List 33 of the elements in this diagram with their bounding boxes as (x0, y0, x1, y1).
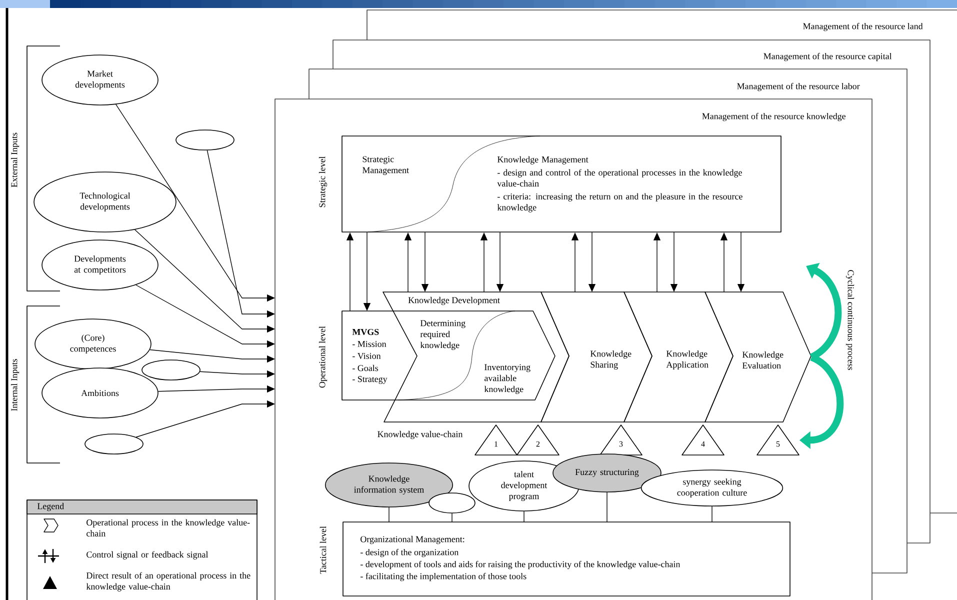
connector-line (606, 492, 608, 522)
frame-title: Management of the resource knowledge (702, 112, 846, 122)
legend-text: Operational process in the knowledge value-chain (86, 519, 250, 536)
strategic-box: Strategic Management Knowledge Management - design and control of the operational processes in the knowledge value-chain - criteria: increasing the return on and the pleasure in the resource knowledge (342, 136, 782, 232)
legend-text: Direct result of an operational process in the knowledge value-chain (86, 572, 250, 592)
legend-text: Control signal or feedback signal (86, 551, 208, 560)
level-label: Strategic level (318, 156, 328, 208)
empty-ellipse (428, 492, 476, 514)
empty-ellipse (84, 434, 144, 454)
mvgs-box: MVGS - Mission - Vision - Goals - Strategy Determining required knowledge Inventorying available knowledge (342, 310, 556, 400)
level-label: Operational level (318, 326, 328, 388)
frame-title: Management of the resource capital (764, 52, 892, 62)
legend-title: Legend (37, 502, 64, 512)
cycle-label: Cyclical continuous process (846, 270, 854, 370)
frame-title: Management of the resource land (803, 22, 923, 32)
empty-ellipse (176, 130, 234, 150)
ellipse-node: Fuzzy structuring (552, 454, 662, 492)
connector-line (388, 507, 390, 522)
chain-label: Knowledge value-chain (378, 430, 463, 440)
ellipse-node: Ambitions (42, 368, 158, 418)
empty-ellipse (142, 360, 200, 380)
ellipse-node: Knowledge information system (324, 462, 454, 508)
process-box: Knowledge Sharing (540, 292, 652, 422)
ellipse-node: synergy seeking cooperation culture (640, 470, 784, 506)
ellipse-node: Developments at competitors (42, 240, 158, 290)
ellipse-node: (Core) competences (34, 318, 152, 370)
level-label: Tactical level (320, 526, 326, 574)
ellipse-node: Market developments (42, 54, 158, 106)
ellipse-node: Technological developments (34, 172, 176, 232)
group-label: External Inputs (10, 132, 20, 188)
frame-title: Management of the resource labor (737, 82, 860, 92)
tactical-box: Organizational Management: - design of the organization - development of tools and aids for raising the productivity of the knowledge value-chain - facilitating the implementation of those tools (342, 522, 790, 596)
group-label: Internal Inputs (10, 359, 20, 411)
